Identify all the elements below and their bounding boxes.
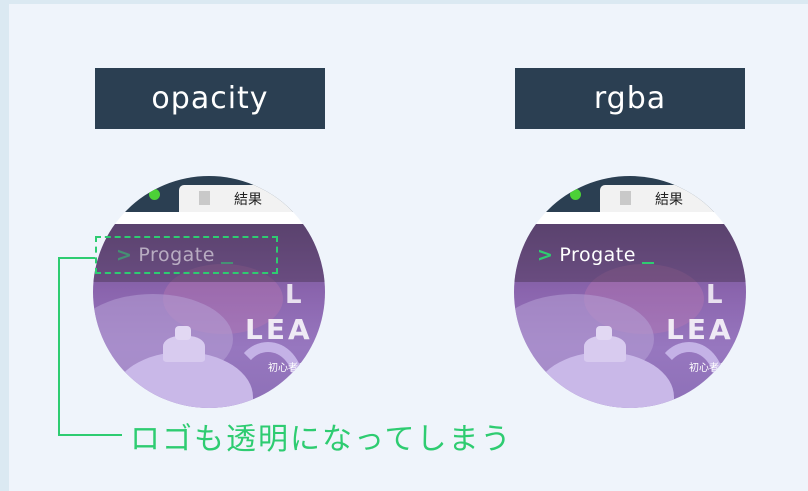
connector-line bbox=[58, 257, 95, 259]
address-strip bbox=[93, 212, 325, 224]
hero-heading: LEA bbox=[245, 313, 313, 346]
progate-logo[interactable]: >Progate bbox=[537, 244, 654, 266]
browser-tab[interactable]: 結果 bbox=[600, 185, 746, 212]
hero-subtext: 初心者にもや bbox=[268, 363, 325, 374]
label-opacity: opacity bbox=[95, 68, 325, 129]
window-control-dot bbox=[149, 189, 160, 200]
browser-tab[interactable]: 結果 bbox=[179, 185, 325, 212]
cursor-icon bbox=[220, 262, 233, 264]
hero-image bbox=[514, 224, 746, 408]
address-strip bbox=[514, 212, 746, 224]
magnifier-rgba: 結果 >Progate L LEA 初心者にもや bbox=[514, 176, 746, 408]
magnifier-opacity: 結果 >Progate L LEA 初心者にもや bbox=[93, 176, 325, 408]
document-icon bbox=[620, 191, 631, 205]
hero-letter: L bbox=[285, 280, 303, 310]
hero-subtext: 初心者にもや bbox=[689, 363, 746, 374]
tab-title: 結果 bbox=[234, 192, 262, 208]
progate-logo[interactable]: >Progate bbox=[116, 244, 233, 266]
cursor-icon bbox=[641, 262, 654, 264]
tab-title: 結果 bbox=[655, 192, 683, 208]
label-rgba: rgba bbox=[515, 68, 745, 129]
caption-text: ロゴも透明になってしまう bbox=[130, 422, 513, 457]
hero-image bbox=[93, 224, 325, 408]
window-control-dot bbox=[570, 189, 581, 200]
label-opacity-text: opacity bbox=[151, 81, 269, 116]
document-icon bbox=[199, 191, 210, 205]
logo-highlight-box bbox=[95, 236, 278, 274]
chevron-icon: > bbox=[537, 244, 554, 266]
connector-line bbox=[58, 257, 60, 436]
label-rgba-text: rgba bbox=[593, 81, 667, 116]
connector-line bbox=[58, 434, 122, 436]
logo-text: Progate bbox=[138, 244, 215, 266]
hero-heading: LEA bbox=[666, 313, 734, 346]
transparent-header bbox=[514, 224, 746, 282]
chevron-icon: > bbox=[116, 244, 133, 266]
logo-text: Progate bbox=[559, 244, 636, 266]
hero-letter: L bbox=[706, 280, 724, 310]
